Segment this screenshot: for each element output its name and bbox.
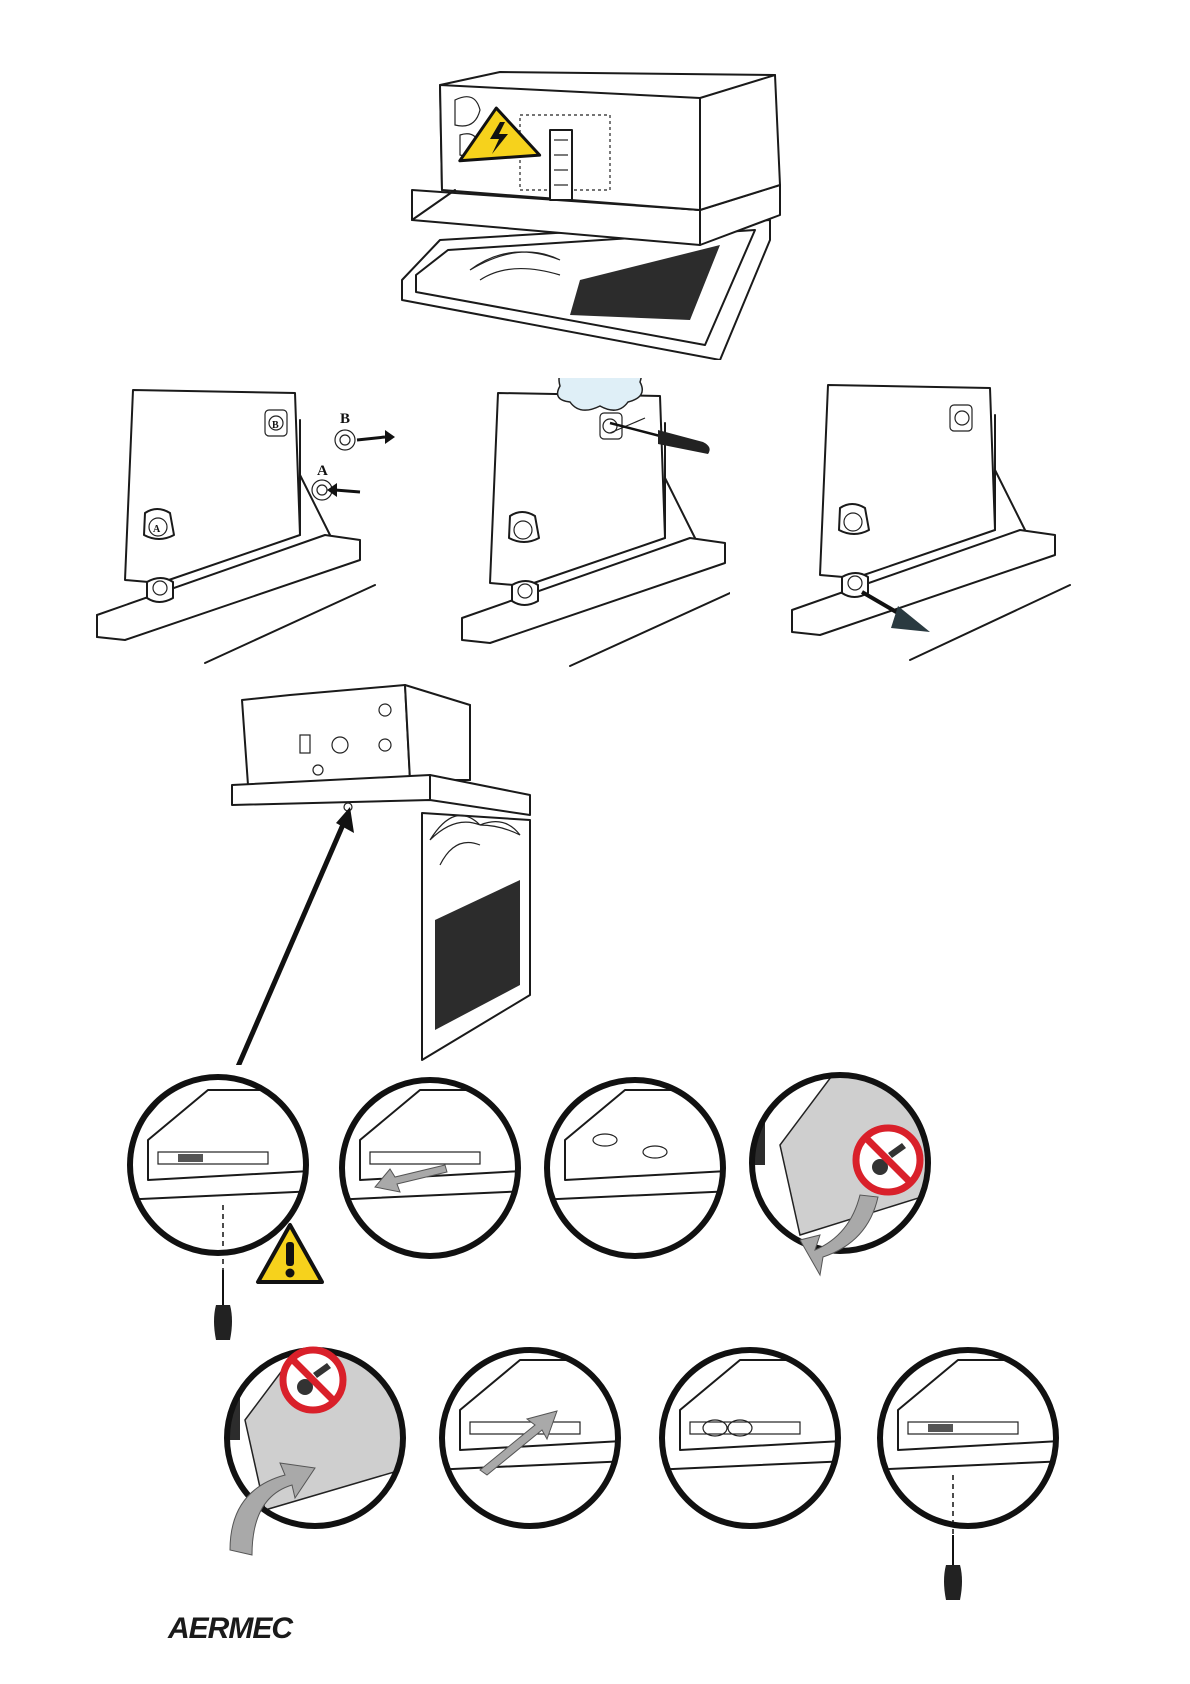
connector-label-a: A — [317, 463, 328, 479]
unit-overview-illustration — [400, 70, 790, 360]
connector-step-1-illustration: B A B A — [95, 375, 395, 665]
brand-logo: AERMEC — [168, 1612, 292, 1646]
connector-step-3-illustration — [790, 370, 1080, 670]
detail-circle-5 — [205, 1340, 425, 1560]
screwdriver-icon — [944, 1535, 962, 1600]
screwdriver-icon — [214, 1270, 232, 1340]
fitting-label-a: A — [153, 524, 161, 535]
no-tools-prohibition-icon — [283, 1350, 343, 1410]
unit-open-panel-illustration — [230, 665, 540, 1065]
no-tools-prohibition-icon — [856, 1128, 920, 1192]
detail-circle-8 — [868, 1340, 1068, 1620]
detail-circle-7 — [650, 1340, 850, 1540]
connector-label-b: B — [340, 411, 350, 427]
detail-circle-4 — [740, 1065, 950, 1295]
detail-circle-2 — [330, 1070, 530, 1270]
caution-warning-icon — [258, 1225, 322, 1282]
detail-circle-3 — [535, 1070, 735, 1270]
detail-circle-6 — [430, 1340, 630, 1540]
fitting-label-b: B — [272, 420, 279, 431]
connector-step-2-illustration — [460, 378, 730, 668]
detail-circle-1 — [118, 1070, 328, 1350]
